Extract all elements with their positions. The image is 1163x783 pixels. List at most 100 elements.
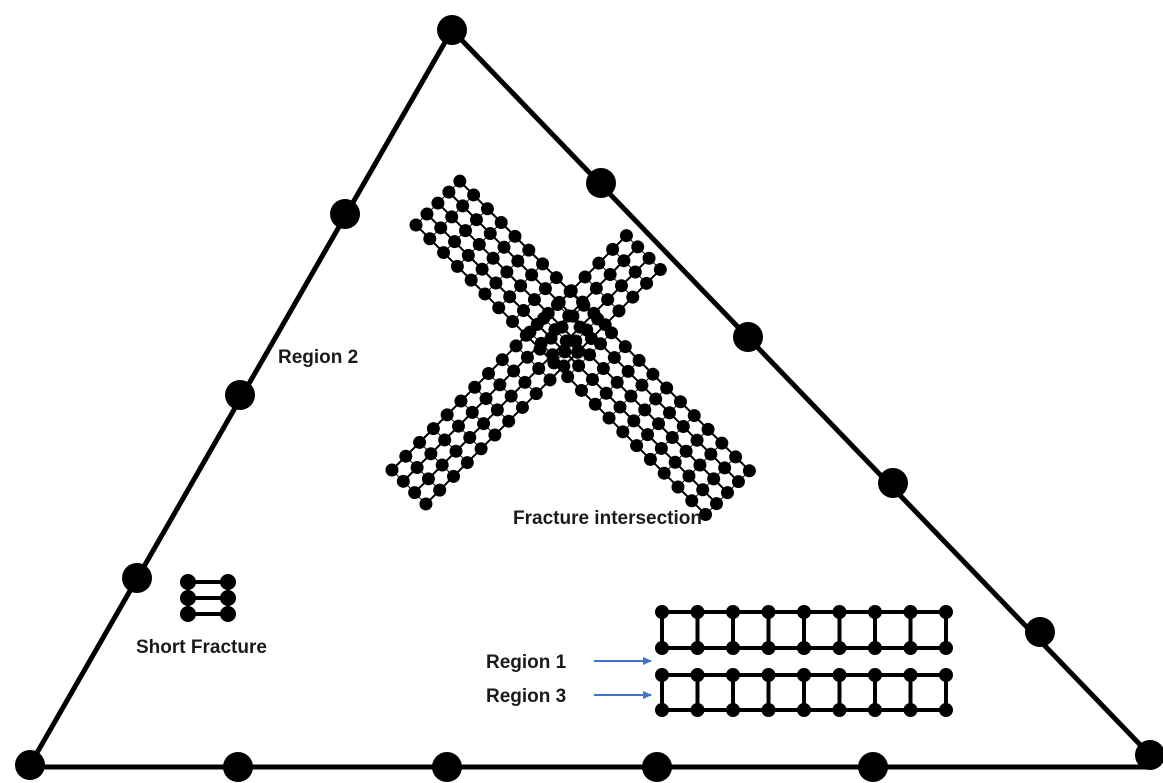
region-1-3-mesh (655, 605, 953, 717)
mesh-node (396, 474, 410, 488)
boundary-node (437, 15, 467, 45)
mesh-edge (598, 262, 634, 298)
boundary-node (642, 752, 672, 782)
mesh-node (868, 668, 882, 682)
mesh-node (410, 461, 424, 475)
mesh-node (726, 605, 740, 619)
mesh-node (419, 497, 433, 511)
mesh-node (482, 366, 496, 380)
mesh-edge (557, 304, 592, 339)
mesh-node (585, 373, 599, 387)
mesh-node (715, 436, 729, 450)
mesh-node (474, 442, 488, 456)
mesh-node (458, 224, 472, 238)
mesh-node (607, 351, 621, 365)
mesh-node (463, 430, 477, 444)
mesh-node (649, 392, 663, 406)
mesh-node (434, 221, 448, 235)
mesh-node (619, 229, 633, 243)
boundary-node (122, 563, 152, 593)
mesh-node (676, 420, 690, 434)
mesh-node (420, 207, 434, 221)
mesh-node (475, 262, 489, 276)
mesh-node (690, 641, 705, 655)
mesh-edge (543, 317, 578, 353)
mesh-node (627, 414, 641, 428)
mesh-node (603, 267, 617, 281)
mesh-node (606, 242, 620, 256)
mesh-node (939, 605, 953, 619)
mesh-node (536, 257, 550, 271)
mesh-node (543, 373, 557, 387)
mesh-node (433, 483, 447, 497)
mesh-node (614, 279, 628, 293)
mesh-node (618, 340, 632, 354)
mesh-node (548, 323, 562, 337)
mesh-node (468, 380, 482, 394)
mesh-node (682, 469, 696, 483)
mesh-node (638, 403, 652, 417)
mesh-node (497, 240, 511, 254)
mesh-node (592, 256, 606, 270)
mesh-node (431, 196, 445, 210)
mesh-node (537, 311, 551, 325)
mesh-node (696, 483, 710, 497)
mesh-node (621, 364, 635, 378)
mesh-node (832, 703, 847, 717)
mesh-node (447, 469, 461, 483)
mesh-node (527, 293, 541, 307)
mesh-node (655, 641, 669, 655)
mesh-node (720, 486, 734, 500)
mesh-node (437, 246, 451, 260)
mesh-node (583, 348, 597, 362)
mesh-node (385, 463, 399, 477)
mesh-node (494, 216, 508, 230)
mesh-node (832, 641, 847, 655)
mesh-node (655, 668, 669, 682)
mesh-node (413, 435, 427, 449)
mesh-node (557, 359, 571, 373)
mesh-node (448, 235, 462, 249)
boundary-node (225, 380, 255, 410)
mesh-node (508, 229, 522, 243)
mesh-edge (391, 469, 427, 505)
boundary-node (1135, 740, 1163, 770)
mesh-node (868, 605, 882, 619)
mesh-node (529, 387, 543, 401)
mesh-node (460, 456, 474, 470)
mesh-node (761, 605, 776, 619)
region-2-label: Region 2 (278, 347, 358, 368)
mesh-node (477, 417, 491, 431)
mesh-node (653, 263, 667, 277)
mesh-node (495, 353, 509, 367)
mesh-node (832, 668, 847, 682)
mesh-node (409, 218, 423, 232)
boundary-node (1025, 617, 1055, 647)
mesh-node (726, 703, 740, 717)
mesh-node (564, 284, 578, 298)
mesh-node (673, 395, 687, 409)
mesh-node (601, 293, 615, 307)
mesh-node (572, 359, 586, 373)
mesh-node (685, 494, 699, 508)
mesh-node (660, 381, 674, 395)
mesh-node (797, 703, 811, 717)
mesh-node (726, 641, 740, 655)
boundary-node (733, 322, 763, 352)
mesh-node (423, 232, 437, 246)
mesh-node (589, 281, 603, 295)
mesh-node (761, 668, 776, 682)
mesh-node (868, 703, 882, 717)
region-1-label: Region 1 (486, 652, 567, 673)
mesh-node (632, 353, 646, 367)
fracture-intersection-mesh (385, 174, 756, 522)
mesh-edge (515, 345, 551, 381)
mesh-edge (413, 257, 650, 494)
mesh-node (655, 605, 669, 619)
boundary-node (223, 752, 253, 782)
mesh-node (655, 703, 669, 717)
mesh-node (903, 605, 918, 619)
mesh-node (472, 237, 486, 251)
mesh-node (710, 497, 724, 511)
